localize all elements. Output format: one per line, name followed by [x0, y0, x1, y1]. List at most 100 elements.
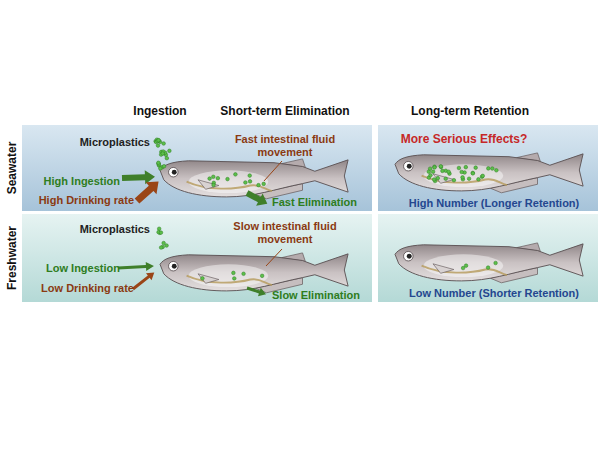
microplastic-dot	[232, 277, 236, 281]
microplastic-dot	[156, 139, 160, 143]
microplastic-dot	[471, 172, 475, 176]
microplastic-dot	[208, 177, 212, 181]
microplastic-dot	[480, 175, 484, 179]
microplastic-dot	[156, 144, 160, 148]
microplastic-dot	[165, 244, 169, 248]
leader-line	[264, 161, 282, 181]
microplastic-dot	[260, 274, 264, 278]
microplastic-dot	[467, 177, 471, 181]
microplastic-dot	[433, 166, 437, 170]
elimination-arrow	[244, 187, 271, 210]
ingestion-arrow	[118, 262, 154, 273]
panel: Low Number (Shorter Retention)	[378, 214, 598, 302]
microplastic-dot	[157, 138, 161, 142]
panel: More Serious Effects? High Number (Longer…	[378, 125, 598, 211]
seawater-panel-ground	[22, 125, 372, 211]
microplastic-dot	[162, 241, 166, 245]
drinking-arrow	[132, 176, 164, 207]
panel-text: Low Drinking rate	[24, 282, 134, 295]
microplastic-dot	[212, 183, 216, 187]
microplastic-dot	[226, 177, 230, 181]
panel-text: High Ingestion	[26, 175, 120, 188]
microplastic-dot	[452, 178, 456, 182]
microplastic-dot	[495, 169, 499, 173]
column-heading: Long-term Retention	[411, 104, 529, 118]
freshwater-panel-ground	[378, 214, 598, 302]
microplastic-dot	[461, 266, 465, 270]
leader-line	[266, 249, 282, 266]
microplastic-dots	[154, 138, 498, 280]
microplastic-dot	[432, 178, 436, 182]
microplastic-dot	[242, 272, 246, 276]
freshwater-panel-ground	[22, 214, 372, 302]
microplastic-dot	[444, 177, 448, 181]
microplastic-dot	[471, 171, 475, 175]
microplastic-dot	[201, 277, 205, 281]
row-heading: Seawater	[5, 142, 19, 195]
microplastic-dot	[212, 175, 216, 179]
drinking-arrow	[130, 269, 157, 293]
panel-text: Microplastics	[74, 136, 150, 149]
microplastic-dot	[244, 181, 248, 185]
microplastic-dot	[474, 166, 478, 170]
elimination-arrow	[246, 284, 268, 299]
panel-text: Low Ingestion	[26, 262, 120, 275]
microplastic-dot	[234, 173, 238, 177]
microplastic-dot	[159, 246, 163, 250]
microplastic-dot	[457, 166, 461, 170]
microplastic-dot	[248, 180, 252, 184]
microplastic-dot	[248, 174, 252, 178]
panel-text: Fast Elimination	[272, 196, 370, 209]
microplastic-dot	[486, 266, 490, 270]
panel-text: Fast intestinal fluid movement	[218, 133, 352, 159]
microplastic-dot	[162, 164, 166, 168]
microplastic-dot	[447, 170, 451, 174]
microplastic-dot	[216, 176, 220, 180]
microplastic-dot	[262, 182, 266, 186]
fish	[395, 153, 583, 193]
microplastic-dot	[257, 183, 261, 187]
microplastic-dot	[464, 264, 468, 268]
panel-text: High Drinking rate	[24, 194, 134, 207]
microplastic-dot	[168, 149, 172, 153]
column-heading: Short-term Elimination	[220, 104, 349, 118]
microplastic-dot	[159, 231, 163, 235]
microplastic-dot	[487, 167, 491, 171]
microplastic-dot	[481, 174, 485, 178]
microplastic-dot	[494, 261, 498, 265]
microplastic-dot	[232, 271, 236, 275]
microplastic-dot	[157, 162, 161, 166]
fish	[160, 159, 348, 199]
microplastic-dot	[433, 165, 437, 169]
microplastic-dot	[460, 170, 464, 174]
microplastic-dot	[161, 152, 165, 156]
microplastic-dot	[431, 170, 435, 174]
microplastic-dot	[157, 227, 161, 231]
microplastic-dot	[439, 165, 443, 169]
microplastic-dot	[159, 167, 163, 171]
row-heading: Freshwater	[5, 226, 19, 290]
microplastic-dot	[461, 176, 465, 180]
panel-text: Slow Elimination	[272, 289, 370, 302]
microplastic-dot	[429, 173, 433, 177]
panel: MicroplasticsLow IngestionLow Drinking r…	[22, 214, 372, 302]
microplastic-dot	[157, 139, 161, 143]
fish	[160, 253, 348, 293]
panel: MicroplasticsHigh IngestionHigh Drinking…	[22, 125, 372, 211]
panel-text: Microplastics	[74, 223, 150, 236]
microplastic-dot	[157, 161, 161, 165]
microplastic-dot	[464, 165, 468, 169]
seawater-panel-ground	[378, 125, 598, 211]
microplastic-dot	[439, 165, 443, 169]
microplastic-dot	[477, 177, 481, 181]
microplastic-dot	[441, 169, 445, 173]
column-heading: Ingestion	[133, 104, 186, 118]
microplastic-dot	[491, 167, 495, 171]
panel-text: More Serious Effects?	[378, 133, 550, 146]
fish	[395, 243, 583, 283]
microplastic-dot	[162, 142, 166, 146]
panel-text: Slow intestinal fluid movement	[218, 220, 352, 246]
panel-text: Low Number (Shorter Retention)	[394, 287, 594, 300]
panel-text: High Number (Longer Retention)	[394, 197, 594, 210]
microplastic-dot	[428, 167, 432, 171]
